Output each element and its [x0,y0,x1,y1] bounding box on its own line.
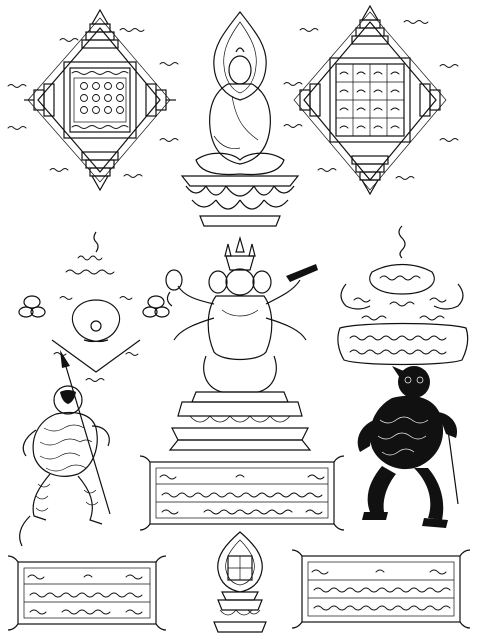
square-yantra-top-right [283,4,459,196]
unalome-triangle-yantra [18,231,170,382]
yantra-side-finials [299,83,441,117]
yantra-bottom-finial [351,155,389,196]
lotus-petals [185,185,295,210]
yantra-side-finials [24,83,176,117]
square-yantra-top-left [7,8,179,192]
seated-buddha-figure [180,11,300,227]
four-faced-deity-figure [165,235,318,451]
script-yantra-right [337,225,469,366]
yantra-top-finial [81,8,119,49]
bell-lotus-yantra [213,531,267,633]
inscribed-panel-bottom-left [7,555,167,631]
yantra-top-finial [351,4,389,45]
hanuman-warrior-figure [18,350,111,547]
inscribed-panel-bottom-right [291,549,471,629]
yantra-outer-script [283,20,459,180]
yantra-outer-script [7,28,179,178]
inscribed-panel-center [139,455,345,531]
yantra-grid [329,57,411,143]
yantra-bottom-finial [81,151,119,192]
dark-hanuman-figure [357,366,459,528]
armor-pattern [39,424,93,472]
yantra-diamond-frame [27,17,171,183]
yantra-grid [63,61,137,139]
